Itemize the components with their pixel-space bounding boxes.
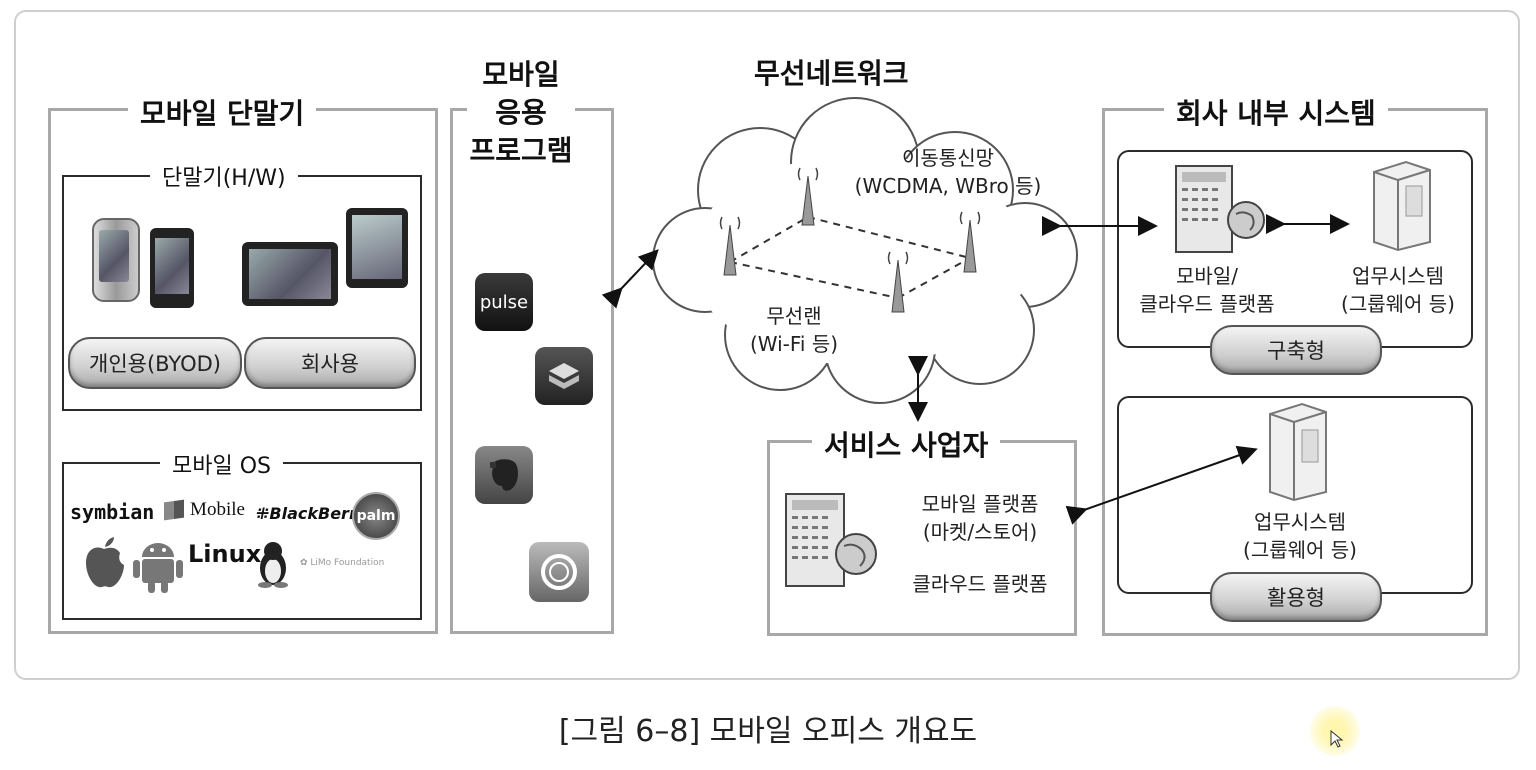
mobile-device-title: 모바일 단말기 — [128, 92, 317, 132]
used-work-system-label: 업무시스템 (그룹웨어 등) — [1215, 508, 1385, 564]
built-work-system-label: 업무시스템 (그룹웨어 등) — [1318, 262, 1478, 318]
blackberry-icon: ⁜ — [256, 504, 270, 523]
alarm-clock-icon — [541, 554, 577, 590]
clock-app-icon — [529, 542, 589, 602]
mobile-cloud-server-icon — [1175, 165, 1265, 253]
mobile-platform-line1: 모바일 플랫폼 — [921, 492, 1039, 516]
mobile-platform-line2: (마켓/스토어) — [922, 520, 1038, 544]
provider-server-icon — [785, 493, 877, 587]
used-work-system-server-icon — [1269, 402, 1327, 502]
used-work-line2: (그룹웨어 등) — [1243, 538, 1357, 562]
cellular-network-label: 이동통신망 (WCDMA, WBro 등) — [838, 144, 1058, 200]
app-network-arrow — [601, 249, 659, 309]
elephant-icon — [490, 459, 518, 491]
smartphone-galaxy-image — [92, 218, 140, 302]
work-system-server-icon — [1373, 160, 1431, 252]
apple-icon — [86, 537, 124, 588]
tux-penguin-icon — [258, 542, 288, 588]
linux-text: Linux — [188, 540, 262, 568]
blackberry-text: BlackBerry — [269, 504, 368, 523]
cloud-platform-label: 클라우드 플랫폼 — [912, 572, 1048, 596]
linux-logo: Linux — [188, 540, 261, 568]
tablet-portrait-image — [346, 208, 408, 288]
mobile-cloud-line2: 클라우드 플랫폼 — [1139, 292, 1275, 316]
palm-logo: palm — [352, 492, 400, 540]
cellular-network-line2: (WCDMA, WBro 등) — [854, 174, 1042, 198]
blackberry-logo: ⁜BlackBerry — [256, 504, 367, 523]
dropbox-box-icon — [549, 363, 579, 389]
network-cloud — [652, 97, 1078, 404]
built-type-pill: 구축형 — [1210, 325, 1382, 375]
tablet-landscape-image — [242, 242, 338, 306]
dropbox-app-icon — [535, 347, 593, 405]
hw-title: 단말기(H/W) — [150, 160, 298, 192]
wireless-network-title: 무선네트워크 — [754, 57, 909, 90]
windows-mobile-text: Mobile — [190, 499, 245, 520]
wlan-line1: 무선랜 — [766, 304, 822, 328]
pulse-app-label: pulse — [479, 291, 529, 313]
mobile-app-title-line1: 모바일 — [482, 58, 560, 91]
smartphone-iphone-image — [150, 228, 194, 308]
windows-mobile-logo: Mobile — [164, 498, 245, 521]
used-type-pill: 활용형 — [1210, 572, 1382, 622]
used-work-line1: 업무시스템 — [1254, 510, 1346, 534]
mobile-app-title: 모바일 응용 프로그램 — [467, 56, 575, 170]
provider-used-arrow — [1065, 445, 1258, 525]
built-work-line1: 업무시스템 — [1352, 264, 1444, 288]
mobile-cloud-line1: 모바일/ — [1176, 264, 1238, 288]
built-work-line2: (그룹웨어 등) — [1341, 292, 1455, 316]
wlan-line2: (Wi-Fi 등) — [749, 332, 839, 356]
mouse-pointer-icon — [1330, 730, 1344, 748]
mobile-platform-label: 모바일 플랫폼 (마켓/스토어) — [895, 490, 1065, 546]
company-device-pill: 회사용 — [244, 337, 416, 389]
mobile-os-title: 모바일 OS — [160, 448, 283, 480]
android-icon — [133, 543, 183, 593]
mobile-cloud-platform-label: 모바일/ 클라우드 플랫폼 — [1122, 262, 1292, 318]
cursor-highlight — [1310, 706, 1360, 756]
mobile-app-title-line2: 응용 — [495, 96, 547, 129]
palm-text: palm — [356, 508, 396, 524]
service-provider-title: 서비스 사업자 — [812, 424, 1001, 464]
byod-pill: 개인용(BYOD) — [68, 337, 242, 389]
cellular-network-line1: 이동통신망 — [902, 146, 994, 170]
evernote-app-icon — [475, 446, 533, 504]
limo-text: LiMo Foundation — [310, 558, 385, 568]
symbian-logo: symbian — [70, 500, 155, 524]
limo-foundation-logo: ✿ LiMo Foundation — [300, 558, 384, 568]
pulse-app-icon: pulse — [475, 273, 533, 331]
wlan-label: 무선랜 (Wi-Fi 등) — [724, 302, 864, 358]
mobile-app-title-line3: 프로그램 — [469, 134, 573, 167]
company-internal-title: 회사 내부 시스템 — [1164, 92, 1388, 132]
limo-icon: ✿ — [300, 558, 311, 568]
figure-caption: [그림 6–8] 모바일 오피스 개요도 — [558, 714, 978, 749]
